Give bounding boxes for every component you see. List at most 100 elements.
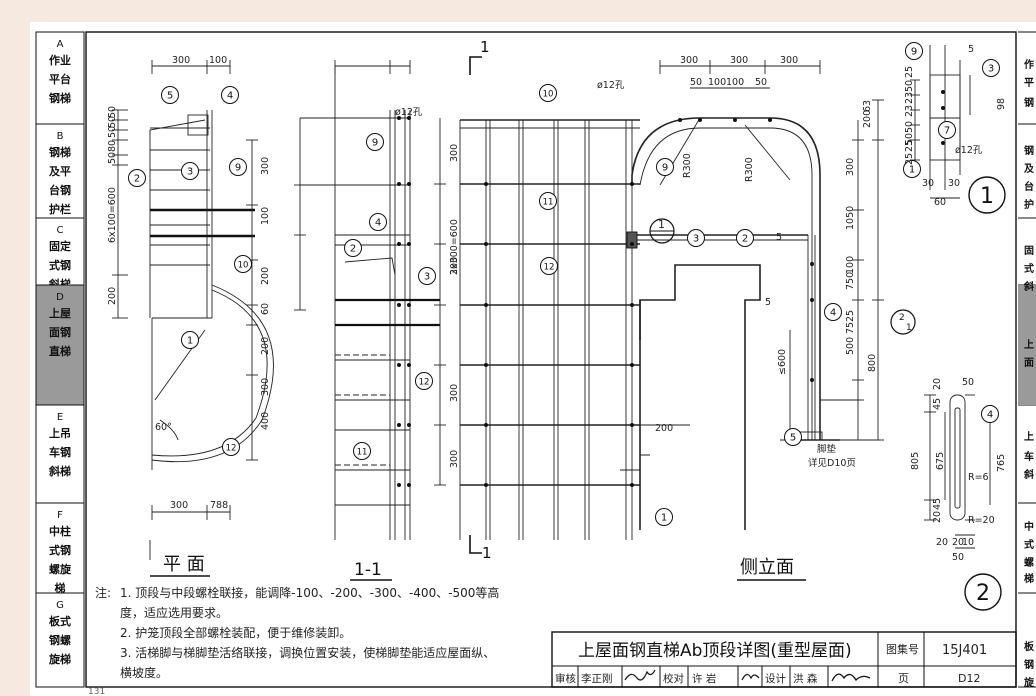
bolt-dot bbox=[397, 242, 401, 246]
svg-text:10: 10 bbox=[543, 90, 554, 100]
svg-text:1: 1 bbox=[187, 336, 193, 347]
detail2-dim: 45 bbox=[932, 398, 943, 410]
detail2-dim: 10 bbox=[962, 537, 974, 548]
svg-text:9: 9 bbox=[235, 163, 241, 174]
tab-c[interactable] bbox=[35, 217, 85, 286]
checker-signature bbox=[741, 673, 760, 681]
tab-letter: E bbox=[57, 412, 63, 423]
detail2-dim: 805 bbox=[910, 452, 921, 470]
tab-letter: B bbox=[57, 131, 64, 142]
bolt-dot bbox=[407, 182, 411, 186]
side-dim: 300 bbox=[680, 55, 698, 66]
detail1-dim: 50 bbox=[904, 133, 915, 145]
callout-2: 2 bbox=[128, 169, 146, 187]
right-tab-glyph: 及 bbox=[1024, 163, 1035, 175]
detail-1-mark-circle bbox=[968, 176, 1006, 214]
plan-dim: 200 bbox=[260, 337, 271, 355]
bolt-dot bbox=[484, 363, 488, 367]
detail1-dim: 98 bbox=[996, 98, 1007, 110]
plan-dim: 60° bbox=[155, 422, 172, 433]
detail1-dim: 50 bbox=[904, 121, 915, 133]
svg-text:12: 12 bbox=[226, 444, 237, 454]
side-dim: 200 bbox=[862, 110, 873, 128]
plan-dim: 6x100=600 bbox=[107, 187, 118, 243]
side-dim: 50 bbox=[755, 77, 767, 88]
right-tab-glyph: 护 bbox=[1024, 198, 1034, 211]
section-view bbox=[294, 60, 440, 540]
svg-text:4: 4 bbox=[227, 91, 233, 102]
bolt-dot bbox=[397, 303, 401, 307]
plan-dim: 300 bbox=[170, 500, 188, 511]
tab-label: 平台 bbox=[49, 72, 71, 86]
review-label: 审核 bbox=[555, 672, 576, 685]
page-label: 页 bbox=[898, 672, 909, 685]
callout-12: 12 bbox=[415, 372, 433, 390]
right-tab-glyph: 板 bbox=[1024, 640, 1035, 653]
callout-3: 3 bbox=[687, 229, 705, 247]
bolt-dot bbox=[810, 298, 814, 302]
tab-b[interactable] bbox=[35, 123, 85, 219]
side-dim: 1050 bbox=[845, 206, 856, 230]
bolt-dot bbox=[810, 262, 814, 266]
bolt-dot bbox=[630, 303, 634, 307]
weld-mark-platform: 5 bbox=[776, 232, 782, 243]
callout-4: 4 bbox=[221, 86, 239, 104]
side-dim: R300 bbox=[682, 153, 693, 178]
tab-letter: D bbox=[56, 292, 64, 303]
tab-d[interactable] bbox=[35, 284, 85, 406]
detail1-dim: 30 bbox=[948, 178, 960, 189]
svg-text:12: 12 bbox=[419, 378, 430, 388]
right-tab-glyph: 钢 bbox=[1024, 144, 1034, 157]
callout-9: 9 bbox=[905, 42, 923, 60]
svg-text:4: 4 bbox=[830, 308, 836, 319]
bolt-dot bbox=[407, 242, 411, 246]
plan-dim: 50 bbox=[107, 106, 118, 118]
detail2-dim: 20 bbox=[936, 537, 948, 548]
callout-5: 5 bbox=[161, 86, 179, 104]
hole-label-section: ø12孔 bbox=[395, 107, 423, 118]
bolt-dot bbox=[630, 423, 634, 427]
tab-label: 中柱 bbox=[49, 524, 71, 538]
callout-1: 1 bbox=[903, 160, 921, 178]
bolt-dot bbox=[630, 242, 634, 246]
svg-text:9: 9 bbox=[662, 163, 668, 174]
side-dim: 750 bbox=[845, 272, 856, 290]
right-tab-glyph: 面 bbox=[1024, 357, 1034, 369]
right-tab-glyph: 车 bbox=[1024, 450, 1034, 463]
detail2-dim: 20 bbox=[932, 511, 943, 523]
svg-text:2: 2 bbox=[742, 234, 748, 245]
callout-12: 12 bbox=[222, 438, 240, 456]
tab-letter: C bbox=[57, 225, 64, 236]
bolt-dot bbox=[397, 116, 401, 120]
bolt-dot bbox=[407, 116, 411, 120]
svg-text:4: 4 bbox=[987, 410, 993, 421]
svg-text:2: 2 bbox=[350, 244, 356, 255]
note-line-4: 3. 活梯脚与梯脚垫活络联接，调换位置安装，使梯脚垫能适应屋面纵、 bbox=[120, 645, 495, 660]
right-tab-glyph: 式 bbox=[1024, 538, 1034, 551]
tab-g[interactable] bbox=[35, 592, 85, 688]
right-tab-glyph: 中 bbox=[1024, 520, 1034, 533]
tab-label: 钢螺 bbox=[49, 633, 71, 647]
section-callout-number: 1 bbox=[658, 218, 665, 231]
detail2-dim: 50 bbox=[962, 377, 974, 388]
detail1-dim: 30 bbox=[922, 178, 934, 189]
svg-text:4: 4 bbox=[375, 218, 381, 229]
bolt-dot bbox=[941, 106, 945, 110]
svg-text:1: 1 bbox=[661, 513, 667, 524]
right-tab-glyph: 钢 bbox=[1024, 96, 1034, 109]
side-dim: 100 bbox=[726, 77, 744, 88]
bolt-dot bbox=[941, 141, 945, 145]
side-dim: 100 bbox=[845, 256, 856, 274]
section-view-title: 1-1 bbox=[354, 560, 382, 580]
right-tab-glyph: 平 bbox=[1024, 77, 1034, 89]
detail2-dim: 20 bbox=[952, 537, 964, 548]
svg-text:10: 10 bbox=[238, 261, 249, 271]
right-tab-glyph: 式 bbox=[1024, 262, 1034, 275]
svg-text:12: 12 bbox=[544, 263, 555, 273]
notes-block: 注: 1. 顶段与中段螺栓联接，能调降-100、-200、-300、-400、-… bbox=[95, 585, 499, 680]
bolt-dot bbox=[768, 118, 772, 122]
plan-dim: 300 bbox=[260, 157, 271, 175]
tab-e[interactable] bbox=[35, 404, 85, 504]
side-dim: 300 bbox=[449, 257, 460, 275]
